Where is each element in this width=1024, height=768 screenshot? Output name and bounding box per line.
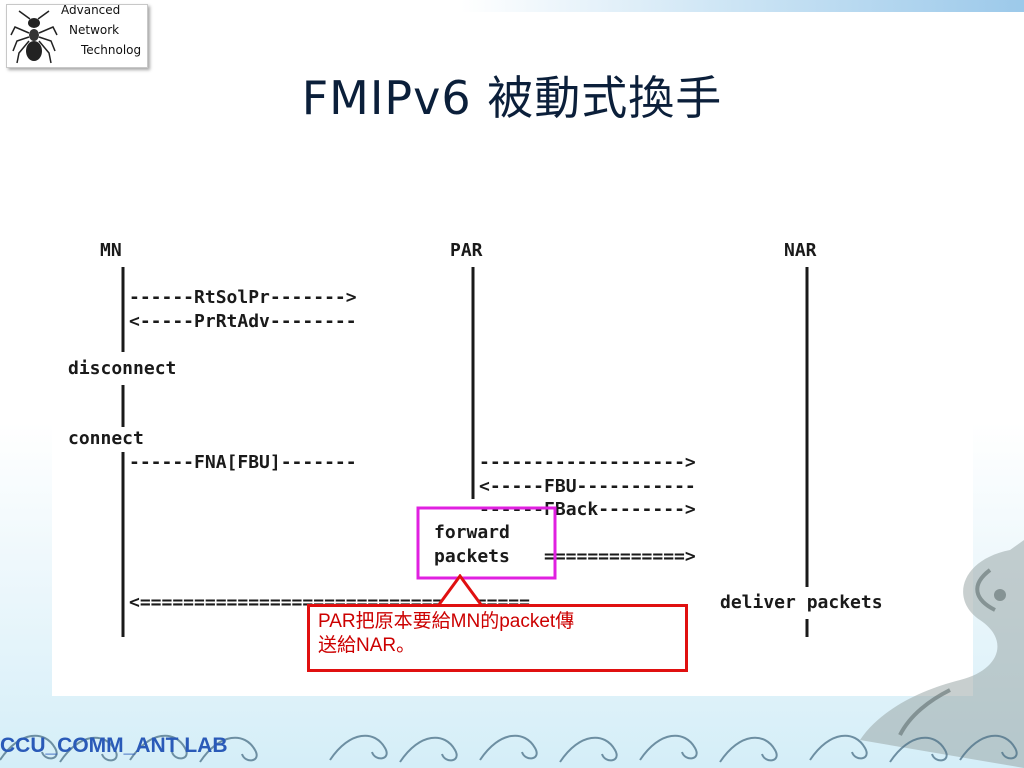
message-fna-fbu: ------FNA[FBU]------- — [129, 452, 357, 473]
label-disconnect: disconnect — [68, 358, 176, 379]
callout-pointer — [435, 574, 485, 608]
node-label-nar: NAR — [784, 240, 817, 261]
message-prrtadv: <-----PrRtAdv-------- — [129, 311, 357, 332]
footer-lab-name: CCU_COMM_ANT LAB — [0, 734, 228, 757]
message-fna-forward: -------------------> — [479, 452, 696, 473]
message-fbu: <-----FBU----------- — [479, 476, 696, 497]
annotation-line-2: 送給NAR。 — [318, 635, 416, 656]
ant-icon — [10, 10, 58, 64]
label-forward: forward — [434, 522, 510, 543]
node-label-mn: MN — [100, 240, 122, 261]
sequence-diagram: MN PAR NAR ------RtSolPr-------> <-----P… — [68, 240, 883, 637]
annotation-callout: PAR把原本要給MN的packet傳 送給NAR。 — [307, 604, 688, 672]
logo-text-technology: Technolog — [81, 43, 142, 57]
logo-text-advanced: Advanced — [61, 4, 121, 17]
page-title: FMIPv6 被動式換手 — [301, 71, 723, 125]
label-packets: packets — [434, 546, 510, 567]
dragon-decoration — [860, 540, 1024, 768]
logo-text-network: Network — [69, 23, 120, 37]
forward-packets-highlight — [416, 506, 557, 580]
message-rtsolpr: ------RtSolPr-------> — [129, 287, 357, 308]
wave-decoration — [0, 734, 1018, 763]
message-forward-arrow: =============> — [544, 546, 696, 567]
label-connect: connect — [68, 428, 144, 449]
message-fback: ------FBack--------> — [479, 499, 696, 520]
lab-logo: Advanced Network Technolog — [6, 4, 148, 68]
node-label-par: PAR — [450, 240, 483, 261]
annotation-line-1: PAR把原本要給MN的packet傳 — [318, 611, 575, 632]
top-accent-bar — [0, 0, 1024, 12]
label-deliver-packets: deliver packets — [720, 592, 883, 613]
